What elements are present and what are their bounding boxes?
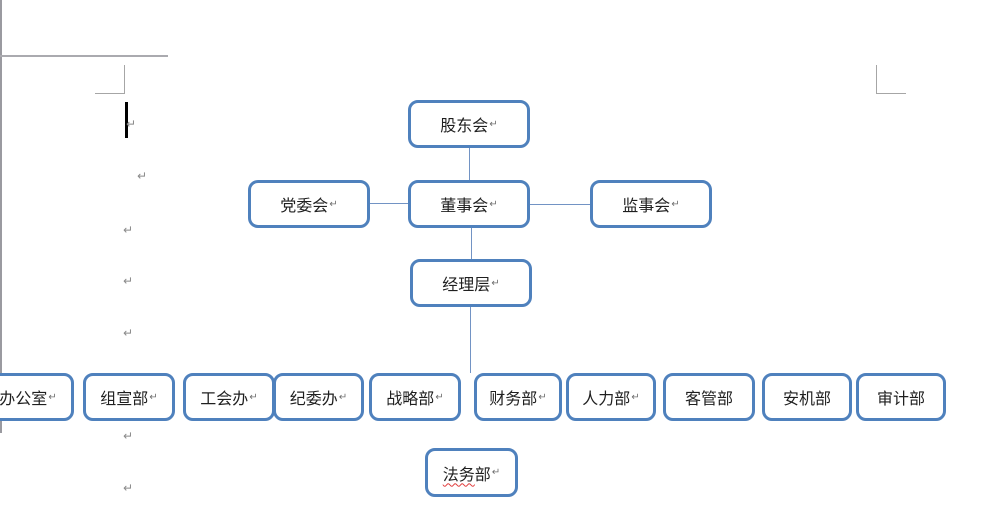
paragraph-return-mark: ↵ xyxy=(249,391,258,403)
org-node-label: 客管部 xyxy=(684,391,733,408)
org-node-supervisory-board[interactable]: 监事会↵ xyxy=(590,180,712,228)
org-node-label: 审计部 xyxy=(876,391,925,408)
org-node-label: 人力部 xyxy=(582,391,631,408)
paragraph-mark: ↵ xyxy=(123,481,134,495)
paragraph-mark: ↵ xyxy=(123,326,134,340)
org-node-customer-mgmt-dept[interactable]: 客管部 xyxy=(663,373,755,421)
paragraph-mark: ↵ xyxy=(137,169,148,183)
org-node-label: 经理层 xyxy=(442,277,491,294)
paragraph-return-mark: ↵ xyxy=(631,391,640,403)
org-node-security-machinery-dept[interactable]: 安机部 xyxy=(762,373,852,421)
org-node-label: 财务部 xyxy=(489,391,538,408)
paragraph-return-mark: ↵ xyxy=(489,118,498,130)
connector-party-to-board xyxy=(370,203,408,204)
connector-board-to-supervisory xyxy=(530,204,590,205)
org-node-general-office[interactable]: 办公室↵ xyxy=(0,373,74,421)
margin-corner-mark-top-left xyxy=(95,65,125,94)
org-node-party-committee[interactable]: 党委会↵ xyxy=(248,180,370,228)
paragraph-return-mark: ↵ xyxy=(149,391,158,403)
org-node-label: 工会办 xyxy=(200,391,249,408)
paragraph-return-mark: ↵ xyxy=(489,198,498,210)
org-node-organization-publicity-dept[interactable]: 组宣部↵ xyxy=(83,373,175,421)
org-node-shareholders-meeting[interactable]: 股东会↵ xyxy=(408,100,530,148)
paragraph-return-mark: ↵ xyxy=(491,277,500,289)
paragraph-mark: ↵ xyxy=(123,429,134,443)
paragraph-return-mark: ↵ xyxy=(538,391,547,403)
org-node-finance-dept[interactable]: 财务部↵ xyxy=(474,373,562,421)
margin-corner-mark-top-right xyxy=(876,65,906,94)
org-node-strategy-dept[interactable]: 战略部↵ xyxy=(369,373,461,421)
org-node-label: 战略部 xyxy=(386,391,435,408)
org-node-labor-union-office[interactable]: 工会办↵ xyxy=(183,373,275,421)
spellcheck-underlined-text: 法务 xyxy=(442,466,475,484)
org-node-legal-dept[interactable]: 法务部↵ xyxy=(425,448,518,497)
org-node-hr-dept[interactable]: 人力部↵ xyxy=(566,373,656,421)
org-node-label: 股东会 xyxy=(440,118,489,135)
connector-board-to-management xyxy=(471,228,472,259)
org-node-audit-dept[interactable]: 审计部 xyxy=(856,373,946,421)
window-left-edge xyxy=(0,0,2,433)
paragraph-return-mark: ↵ xyxy=(48,391,57,403)
paragraph-mark: ↵ xyxy=(123,274,134,288)
paragraph-mark: ↵ xyxy=(126,117,137,131)
text-cursor xyxy=(125,102,128,138)
org-node-label: 党委会 xyxy=(280,198,329,215)
connector-management-to-departments xyxy=(470,307,471,373)
org-node-label: 法务部 xyxy=(442,466,491,484)
org-node-label: 监事会 xyxy=(622,198,671,215)
paragraph-return-mark: ↵ xyxy=(338,391,348,403)
paragraph-return-mark: ↵ xyxy=(491,467,501,478)
org-node-label: 董事会 xyxy=(440,198,489,215)
org-node-board-of-directors[interactable]: 董事会↵ xyxy=(408,180,530,228)
toolbar-bottom-edge xyxy=(0,55,168,57)
org-node-discipline-committee-office[interactable]: 纪委办↵ xyxy=(273,373,364,421)
paragraph-return-mark: ↵ xyxy=(329,198,338,210)
org-node-management-level[interactable]: 经理层↵ xyxy=(410,259,532,307)
org-node-label: 安机部 xyxy=(782,391,831,408)
paragraph-return-mark: ↵ xyxy=(671,198,680,210)
org-node-label: 组宣部 xyxy=(100,391,149,408)
paragraph-return-mark: ↵ xyxy=(435,391,444,403)
connector-shareholders-to-board xyxy=(469,148,470,180)
org-node-label: 办公室 xyxy=(0,391,48,408)
org-node-label: 纪委办 xyxy=(289,391,338,408)
paragraph-mark: ↵ xyxy=(123,223,134,237)
